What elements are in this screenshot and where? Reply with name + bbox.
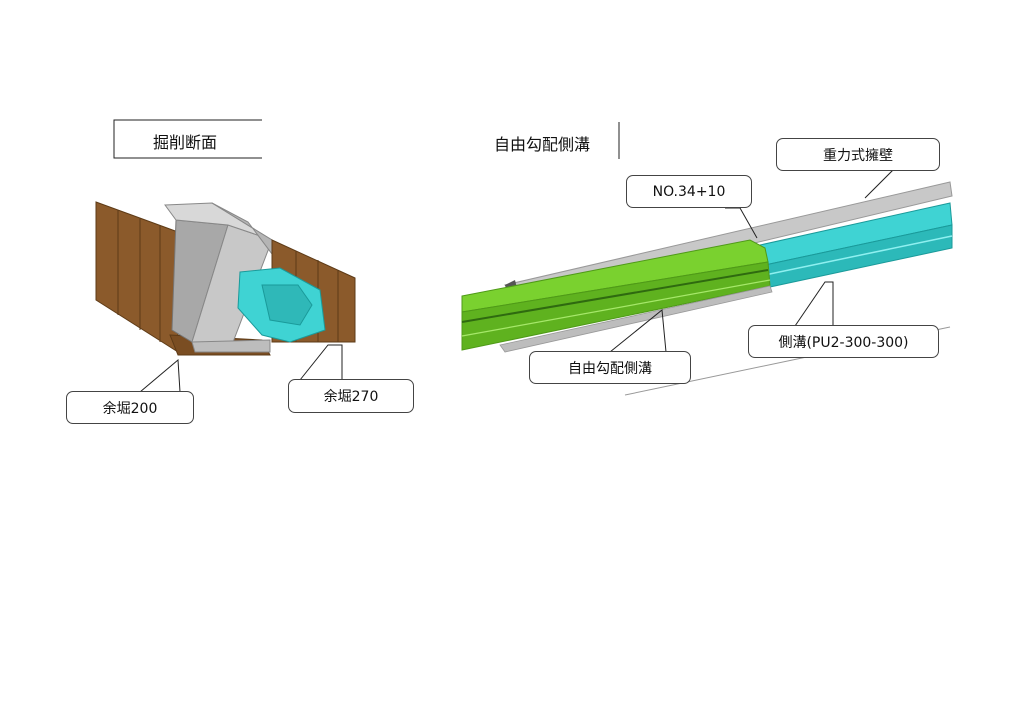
callout-free-gradient-gutter: 自由勾配側溝 <box>529 351 691 384</box>
left-title-frame <box>113 119 262 159</box>
callout-gravity-wall: 重力式擁壁 <box>776 138 940 171</box>
callout-overcut-200: 余堀200 <box>66 391 194 424</box>
leader-station <box>725 207 758 239</box>
retaining-wall-top <box>164 202 273 241</box>
callout-side-gutter: 側溝(PU2-300-300) <box>748 325 939 358</box>
callout-station: NO.34+10 <box>626 175 752 208</box>
soil-wall-left <box>95 201 179 353</box>
free-gradient-gutter-top <box>461 239 769 313</box>
gutter-3d-model <box>461 181 953 396</box>
retaining-wall-base <box>191 339 271 353</box>
left-panel-title: 掘削断面 <box>153 133 218 152</box>
leader-side-gutter <box>794 281 834 327</box>
leader-overcut-200 <box>139 358 181 393</box>
excavation-section-model <box>95 201 356 356</box>
right-panel-title: 自由勾配側溝 <box>494 135 591 154</box>
callout-overcut-270: 余堀270 <box>288 379 414 413</box>
leader-overcut-270 <box>299 344 343 381</box>
leader-gravity-wall <box>864 167 896 199</box>
leader-free-gradient-gutter <box>609 309 667 353</box>
